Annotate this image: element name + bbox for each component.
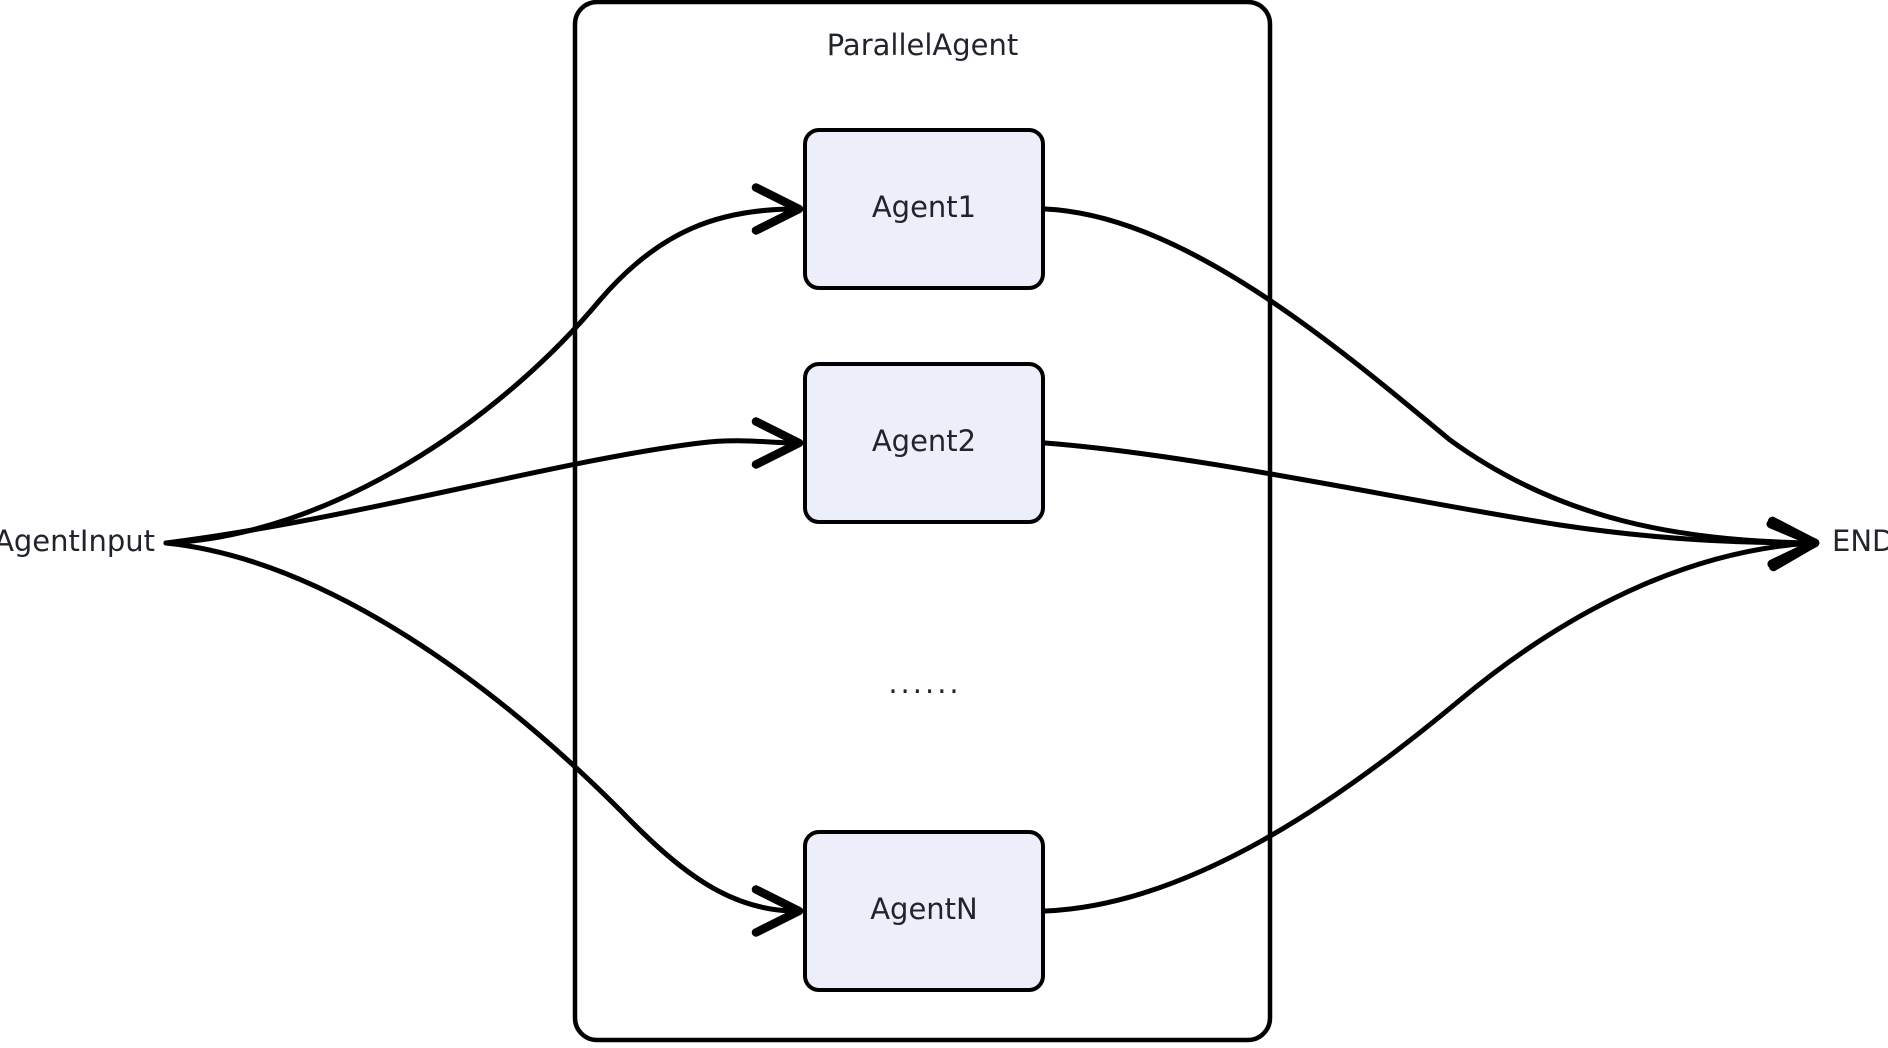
node-agent2-label: Agent2 <box>872 424 976 458</box>
node-agentN-label: AgentN <box>870 892 978 926</box>
edge-agent2-to-end <box>1042 440 1820 569</box>
edges-layer <box>163 183 1820 937</box>
node-agentN[interactable]: AgentN <box>803 830 1045 992</box>
node-agentN-box[interactable] <box>803 830 1045 992</box>
end-label: END <box>1832 524 1888 558</box>
ellipsis-label: ...... <box>888 666 961 700</box>
node-agent1-label: Agent1 <box>872 190 976 224</box>
node-agent1[interactable]: Agent1 <box>803 128 1045 290</box>
edge-input-to-agent1 <box>163 183 804 546</box>
node-agent2[interactable]: Agent2 <box>803 362 1045 524</box>
edge-input-to-agentN <box>163 540 804 937</box>
node-agent2-box[interactable] <box>803 362 1045 524</box>
parallel-agent-group-title: ParallelAgent <box>827 28 1019 62</box>
edge-input-to-agent2 <box>163 417 804 546</box>
edge-agent1-to-end <box>1042 206 1820 569</box>
agent-input-label: AgentInput <box>0 524 155 558</box>
edge-agentN-to-end <box>1042 519 1820 914</box>
node-agent1-box[interactable] <box>803 128 1045 290</box>
